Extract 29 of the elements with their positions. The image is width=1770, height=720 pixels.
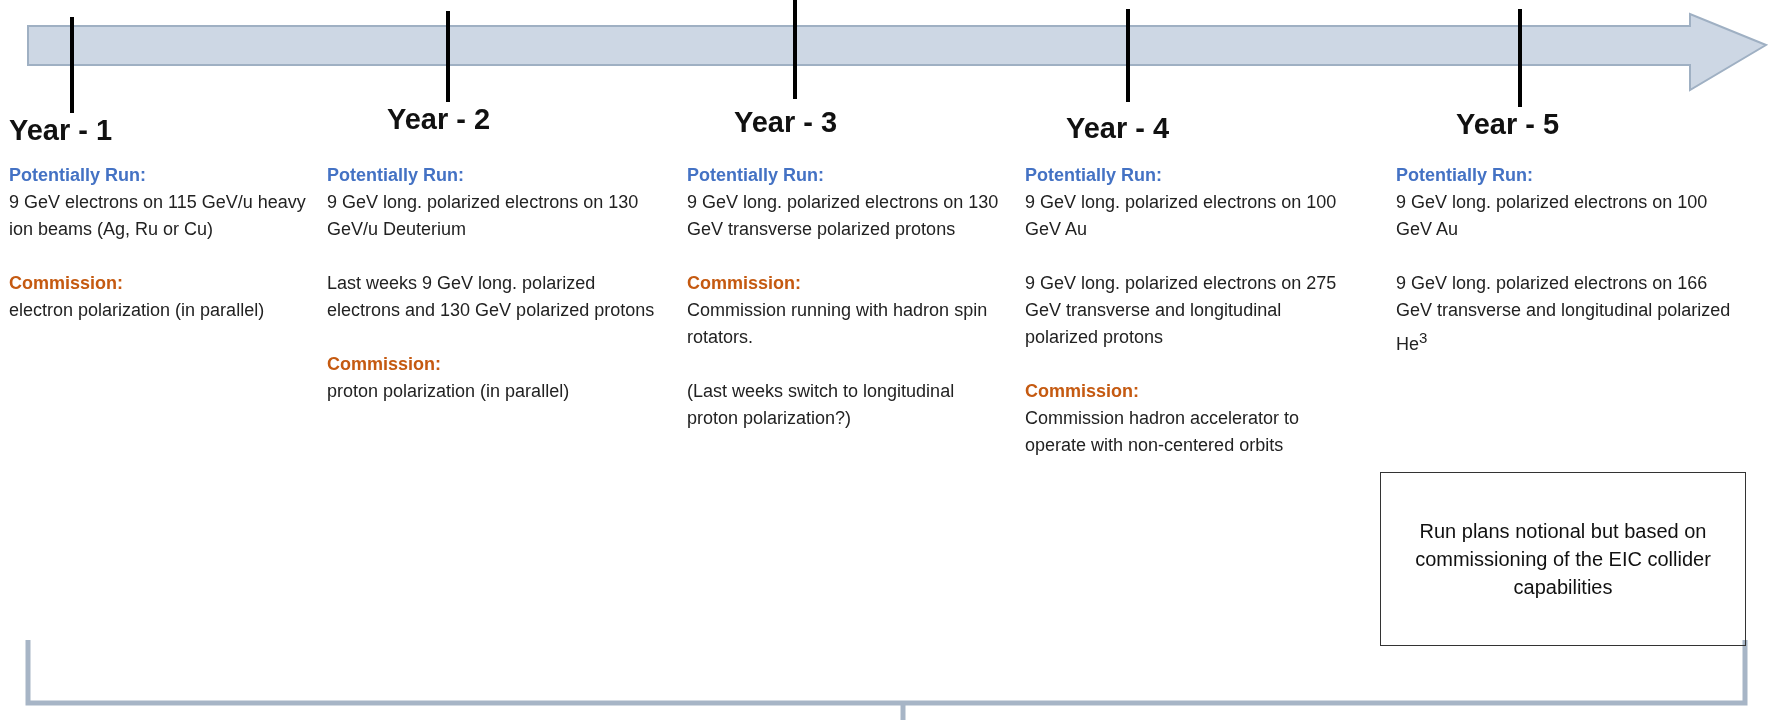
description-text: 9 GeV long. polarized electrons on 130 GeV/u Deuterium [327,191,640,241]
description-text: electron polarization (in parallel) [9,299,266,322]
description-text: 9 GeV long. polarized electrons on 100 GeV Au [1025,191,1338,241]
section-heading: Commission: [9,272,124,295]
year-heading: Year - 5 [1456,107,1560,141]
description-text: 9 GeV long. polarized electrons on 100 GeV Au [1396,191,1709,241]
description-text: 9 GeV electrons on 115 GeV/u heavy ion beams (Ag, Ru or Cu) [9,191,307,241]
year-heading: Year - 1 [9,113,113,147]
year-heading: Year - 3 [734,105,838,139]
description-text: 9 GeV long. polarized electrons on 166 GeV transverse and longitudinal polarized He$^{3}$ [1396,272,1732,356]
description-text: 9 GeV long. polarized electrons on 275 GeV transverse and longitudinal polarized protons [1025,272,1338,349]
section-heading: Potentially Run: [1025,164,1163,187]
year-heading: Year - 2 [387,102,491,136]
section-heading: Commission: [1025,380,1140,403]
section-heading: Potentially Run: [327,164,465,187]
section-heading: Potentially Run: [9,164,147,187]
description-text: Commission hadron accelerator to operate with non-centered orbits [1025,407,1301,457]
section-heading: Commission: [687,272,802,295]
section-heading: Commission: [327,353,442,376]
section-heading: Potentially Run: [1396,164,1534,187]
year-heading: Year - 4 [1066,111,1170,145]
description-text: (Last weeks switch to longitudinal proton polarization?) [687,380,956,430]
description-text: Commission running with hadron spin rotators. [687,299,989,349]
description-text: proton polarization (in parallel) [327,380,571,403]
section-heading: Potentially Run: [687,164,825,187]
description-text: 9 GeV long. polarized electrons on 130 GeV transverse polarized protons [687,191,1000,241]
note-box [1380,472,1746,646]
note-text: Run plans notional but based on commissioning of the EIC collider capabilities [1414,519,1712,600]
description-text: Last weeks 9 GeV long. polarized electrons and 130 GeV polarized protons [327,272,656,322]
